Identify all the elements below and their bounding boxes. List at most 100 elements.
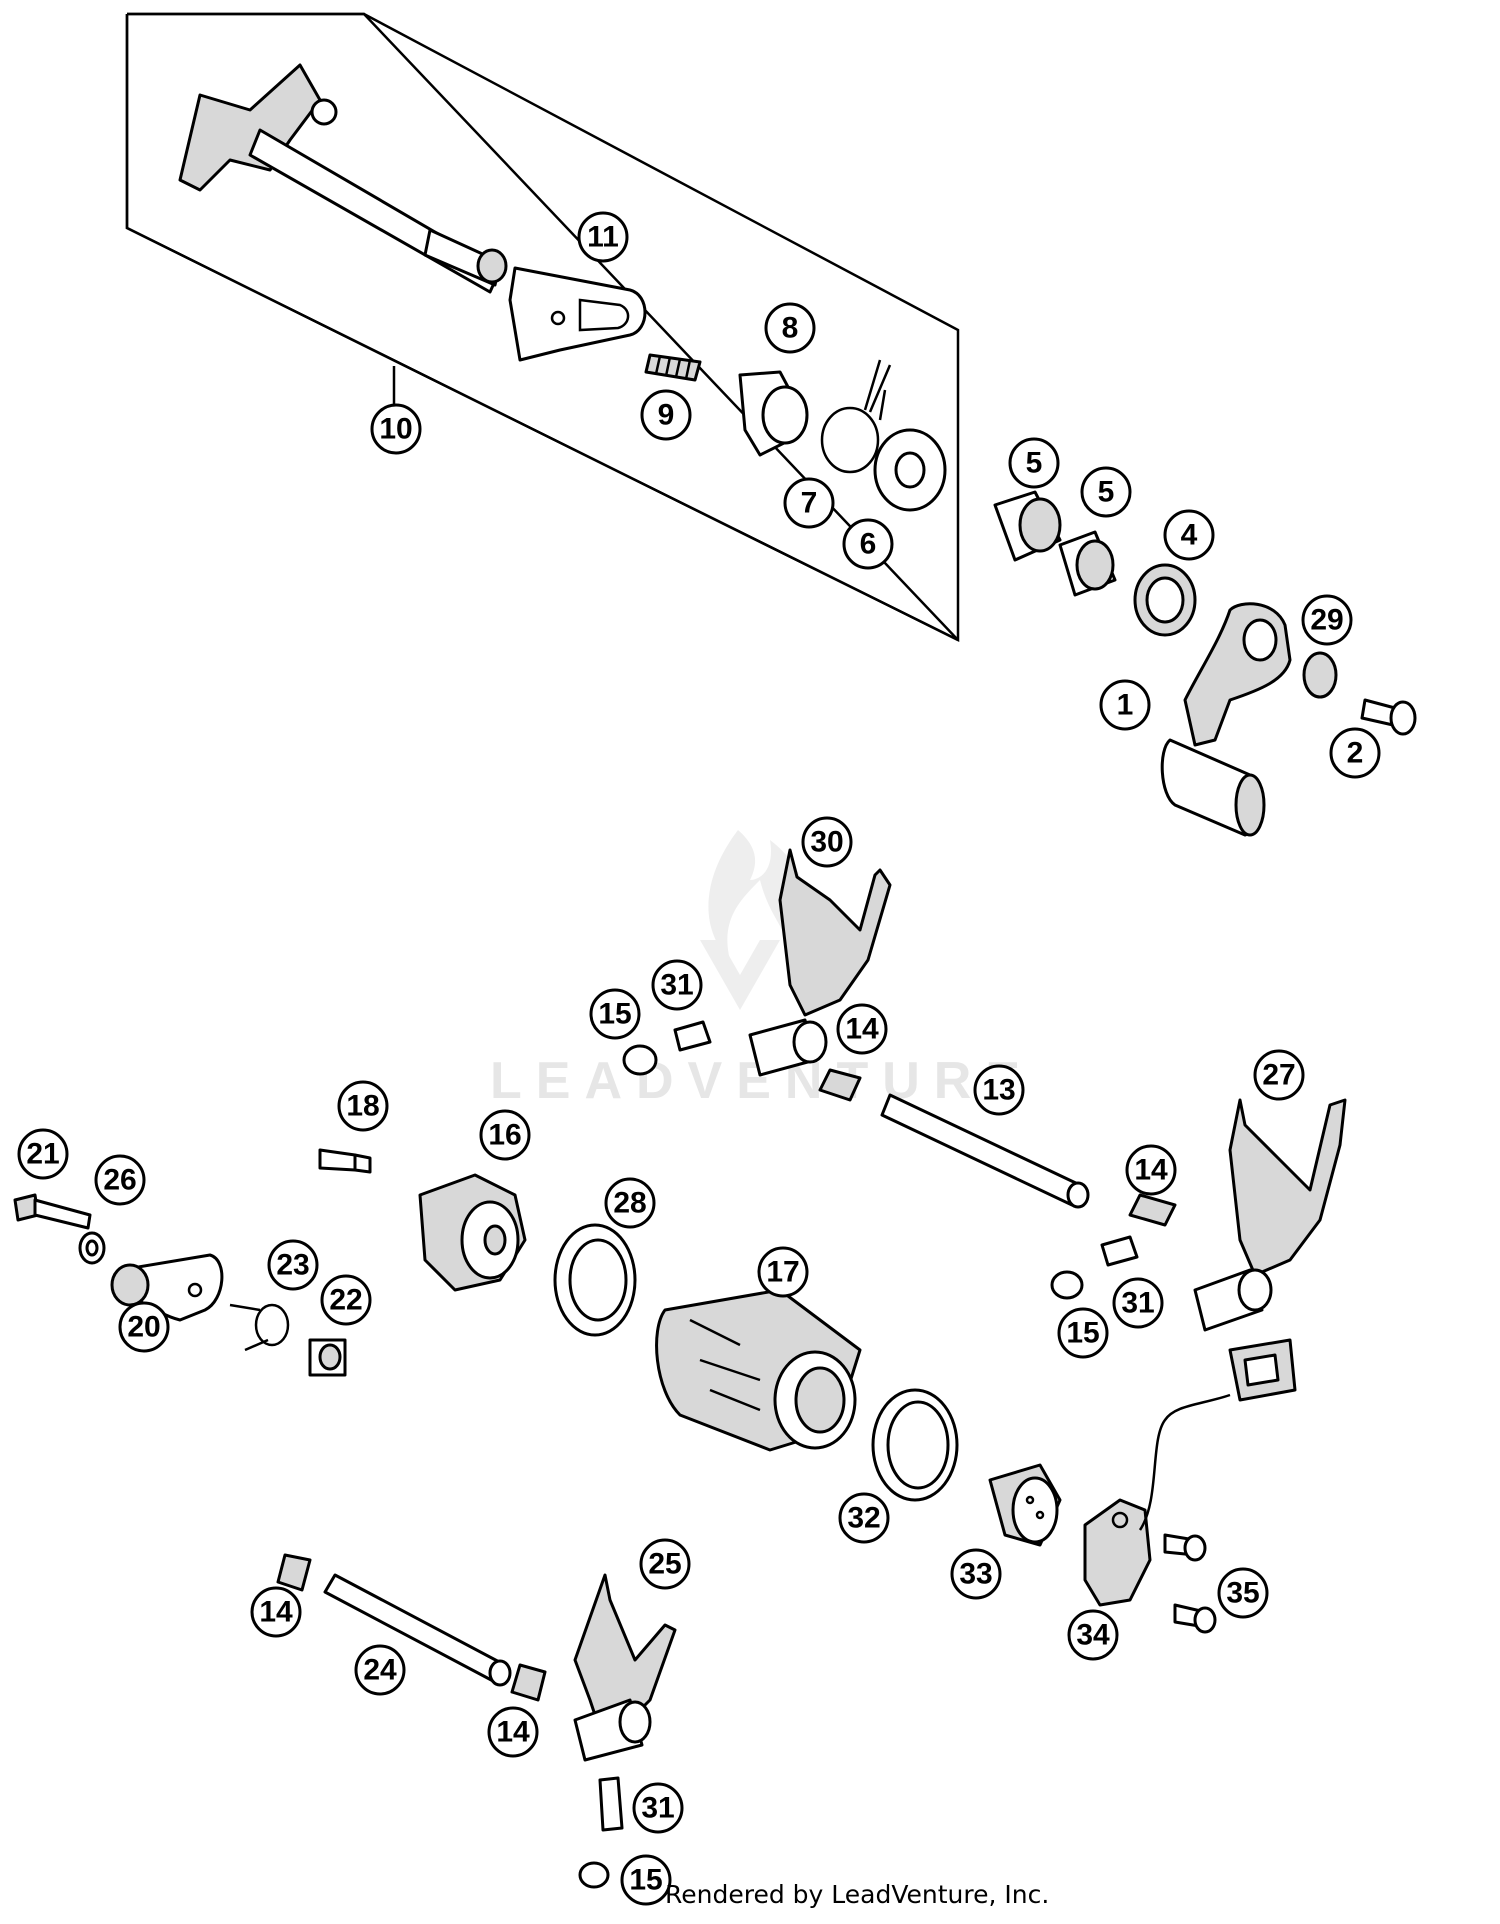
svg-text:14: 14: [259, 1596, 293, 1629]
callout-8: 8: [764, 302, 816, 354]
svg-text:15: 15: [629, 1864, 662, 1897]
callout-31a: 31: [651, 959, 703, 1011]
svg-text:18: 18: [346, 1090, 379, 1123]
callout-26: 26: [94, 1154, 146, 1206]
callout-10: 10: [370, 403, 422, 455]
spring-14a: [818, 1068, 862, 1102]
callout-14d: 14: [487, 1706, 539, 1758]
svg-text:5: 5: [1026, 447, 1043, 480]
sensor-rotor-33: [988, 1463, 1062, 1547]
svg-text:35: 35: [1226, 1577, 1259, 1610]
svg-text:15: 15: [598, 998, 631, 1031]
callout-15a: 15: [589, 988, 641, 1040]
ring-15c: [578, 1861, 610, 1889]
fork-shaft-24: [323, 1573, 512, 1687]
gear-sensor-34: [1083, 1338, 1297, 1607]
callout-17: 17: [757, 1246, 809, 1298]
svg-text:14: 14: [1134, 1154, 1168, 1187]
bearing-32: [871, 1388, 959, 1502]
svg-text:14: 14: [845, 1013, 879, 1046]
callout-21: 21: [17, 1128, 69, 1180]
svg-text:32: 32: [847, 1502, 880, 1535]
callout-30: 30: [801, 816, 853, 868]
callout-1: 1: [1099, 679, 1151, 731]
callout-31c: 31: [632, 1782, 684, 1834]
fork-shaft-13: [880, 1093, 1090, 1209]
callout-14b: 14: [1125, 1144, 1177, 1196]
screw-35b: [1173, 1603, 1217, 1634]
ring-15b: [1050, 1270, 1084, 1300]
screw-18: [318, 1148, 372, 1174]
shift-drum-17: [655, 1288, 862, 1452]
shift-sleeve: [738, 370, 809, 457]
callout-28: 28: [604, 1177, 656, 1229]
pin-31a: [673, 1020, 712, 1052]
spring-14b: [1128, 1193, 1177, 1227]
spring-small: [644, 353, 702, 382]
footer-credit: Rendered by LeadVenture, Inc.: [665, 1880, 1050, 1909]
shift-fork-25: [573, 1573, 677, 1762]
callout-14a: 14: [836, 1003, 888, 1055]
callout-18: 18: [337, 1080, 389, 1132]
svg-text:22: 22: [329, 1284, 362, 1317]
shift-fork-30: [748, 848, 892, 1077]
callout-15c: 15: [620, 1854, 672, 1906]
svg-text:2: 2: [1347, 737, 1364, 770]
shift-drum-locating-16: [418, 1173, 527, 1292]
callout-11: 11: [577, 211, 629, 263]
callout-5a: 5: [1008, 437, 1060, 489]
seal-ring-4: [1133, 563, 1197, 637]
callout-15b: 15: [1057, 1307, 1109, 1359]
callout-5b: 5: [1080, 466, 1132, 518]
washer-26: [78, 1231, 106, 1265]
svg-text:1: 1: [1117, 689, 1134, 722]
bushing-5b: [1058, 530, 1117, 597]
callout-32: 32: [838, 1492, 890, 1544]
callout-31b: 31: [1112, 1277, 1164, 1329]
svg-text:7: 7: [801, 487, 818, 520]
callout-22: 22: [320, 1274, 372, 1326]
torsion-spring-23: [229, 1303, 290, 1352]
callout-13: 13: [973, 1064, 1025, 1116]
svg-text:20: 20: [127, 1311, 160, 1344]
pedal-bolt-2: [1360, 698, 1417, 736]
ring-15a: [622, 1044, 658, 1076]
washer-6: [873, 428, 947, 512]
callout-4: 4: [1163, 509, 1215, 561]
callout-24: 24: [354, 1644, 406, 1696]
spring-14c: [276, 1553, 312, 1592]
callout-33: 33: [950, 1548, 1002, 1600]
callout-29: 29: [1301, 594, 1353, 646]
callout-34: 34: [1067, 1609, 1119, 1661]
callout-20: 20: [118, 1301, 170, 1353]
watermark-text: LEADVENTURE: [490, 1052, 1034, 1110]
shift-shaft: [178, 63, 508, 294]
svg-text:28: 28: [613, 1187, 646, 1220]
bearing-28: [553, 1223, 637, 1337]
callout-25: 25: [639, 1538, 691, 1590]
svg-text:31: 31: [660, 969, 693, 1002]
svg-text:25: 25: [648, 1548, 681, 1581]
lock-washer-29: [1302, 651, 1338, 699]
shift-plate: [508, 266, 647, 362]
svg-text:34: 34: [1076, 1619, 1110, 1652]
svg-text:23: 23: [276, 1249, 309, 1282]
svg-text:8: 8: [782, 312, 799, 345]
svg-text:26: 26: [103, 1164, 136, 1197]
callout-23: 23: [267, 1239, 319, 1291]
svg-text:30: 30: [810, 826, 843, 859]
callout-2: 2: [1329, 727, 1381, 779]
callout-7: 7: [783, 477, 835, 529]
bushing-5a: [993, 490, 1062, 562]
callout-14c: 14: [250, 1586, 302, 1638]
svg-text:15: 15: [1066, 1317, 1099, 1350]
svg-text:11: 11: [587, 221, 619, 254]
svg-text:21: 21: [26, 1138, 59, 1171]
svg-text:24: 24: [363, 1654, 397, 1687]
bushing-22: [308, 1338, 347, 1377]
pin-31c: [598, 1776, 624, 1832]
shift-pedal: [1160, 602, 1292, 837]
callout-16: 16: [479, 1109, 531, 1161]
svg-text:5: 5: [1098, 476, 1115, 509]
